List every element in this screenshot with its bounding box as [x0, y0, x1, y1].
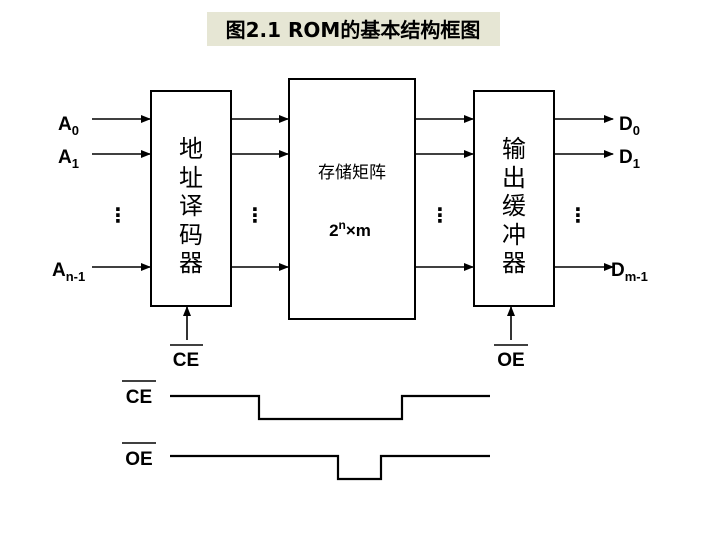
- oe-timing-label: OE: [125, 449, 152, 470]
- decoder-char: 址: [179, 164, 203, 192]
- ce-timing-label: CE: [126, 387, 152, 408]
- buffer-char: 缓: [502, 192, 526, 220]
- decoder-char: 器: [179, 249, 203, 277]
- oe-control-label: OE: [497, 350, 524, 371]
- ellipsis-decoder-outputs: ⋮: [245, 203, 265, 227]
- buffer-char: 冲: [502, 221, 526, 249]
- output-buffer-block: [473, 90, 555, 307]
- buffer-char: 出: [502, 164, 526, 192]
- title-background: [207, 12, 500, 46]
- ellipsis-inputs: ⋮: [108, 203, 128, 227]
- memory-matrix-label: 存储矩阵: [318, 163, 386, 183]
- memory-matrix-block: [288, 78, 416, 320]
- output-label-d0: D0: [619, 114, 640, 138]
- ce-control-label: CE: [173, 350, 199, 371]
- diagram-title: 图2.1 ROM的基本结构框图: [226, 18, 481, 42]
- buffer-label: 输 出 缓 冲 器: [502, 135, 526, 277]
- memory-size-label: 2n×m: [329, 218, 371, 240]
- decoder-label: 地 址 译 码 器: [179, 135, 203, 277]
- decoder-char: 译: [179, 192, 203, 220]
- decoder-char: 码: [179, 221, 203, 249]
- address-decoder-block: [150, 90, 232, 307]
- input-label-a1: A1: [58, 147, 79, 171]
- input-label-an-1: An-1: [52, 260, 85, 284]
- oe-waveform: [170, 454, 490, 481]
- ellipsis-outputs: ⋮: [568, 203, 588, 227]
- buffer-char: 器: [502, 249, 526, 277]
- buffer-char: 输: [502, 135, 526, 163]
- output-label-dm-1: Dm-1: [611, 260, 648, 284]
- ellipsis-memory-outputs: ⋮: [430, 203, 450, 227]
- output-label-d1: D1: [619, 147, 640, 171]
- input-label-a0: A0: [58, 114, 79, 138]
- ce-waveform: [170, 394, 490, 421]
- decoder-char: 地: [179, 135, 203, 163]
